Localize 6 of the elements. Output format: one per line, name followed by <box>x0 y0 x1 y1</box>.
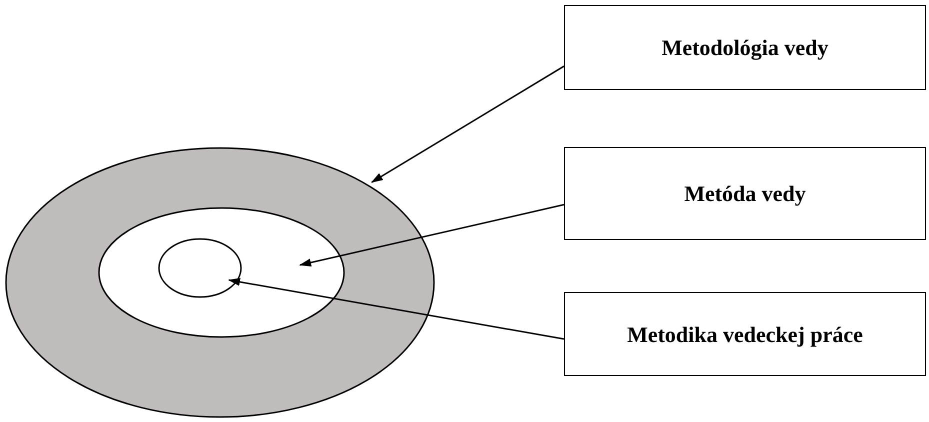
leader-arrow <box>299 204 564 266</box>
label-box: Metodika vedeckej práce <box>564 292 926 376</box>
leader-arrow <box>228 278 564 340</box>
leader-arrow <box>370 66 564 183</box>
label-box: Metóda vedy <box>564 147 926 240</box>
label-box: Metodológia vedy <box>564 5 926 90</box>
